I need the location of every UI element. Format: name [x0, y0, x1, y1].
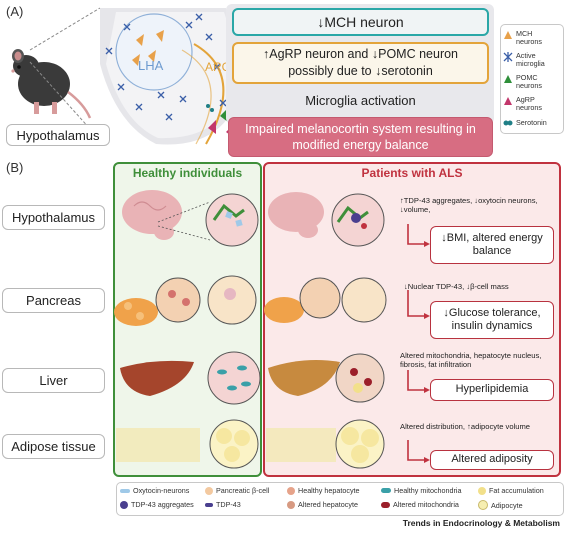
outcome-pancreas-text: ↓Glucose tolerance, insulin dynamics [443, 306, 541, 332]
legend-pomc-label: POMC neurons [516, 73, 542, 90]
arrow-pancreas-icon [407, 290, 426, 317]
mch-neuron-text: ↓MCH neuron [317, 14, 404, 30]
organ-label-liver-text: Liver [39, 373, 68, 388]
legend-fat: Fat accumulation [478, 486, 544, 495]
als-adipose-text: Altered distribution, ↑adipocyte volume [400, 422, 531, 431]
panel-b-legend [116, 482, 564, 516]
legend-serotonin: Serotonin [503, 118, 547, 127]
healthy-liver-icon [120, 360, 194, 396]
healthy-brain-icon [122, 190, 182, 240]
mch-neuron-box: ↓MCH neuron [232, 8, 489, 36]
pomc-neuron-icon [504, 75, 512, 83]
panel-a-letter: (A) [6, 4, 24, 19]
legend-healthy-mitochondria: Healthy mitochondria [381, 486, 462, 495]
journal-footer: Trends in Endocrinology & Metabolism [402, 518, 560, 528]
legend-altered-mitochondria: Altered mitochondria [381, 500, 459, 509]
hypothalamus-section [100, 8, 240, 145]
legend-altered-mitochondria-label: Altered mitochondria [393, 500, 459, 509]
als-illustrations [264, 192, 387, 469]
als-arrows [407, 224, 430, 463]
organ-label-pancreas: Pancreas [2, 288, 105, 313]
healthy-adipose-icon [116, 428, 200, 462]
legend-adipocyte-label: Adipocyte [491, 500, 523, 510]
legend-serotonin-label: Serotonin [516, 118, 547, 127]
arrow-adipose-icon [407, 440, 426, 461]
legend-fat-label: Fat accumulation [489, 486, 544, 495]
microglia-activation-text-box: Microglia activation [232, 88, 489, 112]
legend-microglia: Active microglia [503, 52, 560, 68]
legend-microglia-label: Active microglia [516, 51, 545, 68]
hypothalamus-label-a-text: Hypothalamus [16, 127, 100, 143]
legend-altered-hepatocyte-label: Altered hepatocyte [298, 500, 358, 509]
altered-mitochondria-icon [381, 501, 390, 508]
fat-accumulation-icon [478, 486, 486, 495]
agrp-pomc-text: ↑AgRP neuron and ↓POMC neuron possibly d… [262, 47, 459, 78]
outcome-liver-text: Hyperlipidemia [455, 383, 529, 396]
agrp-neuron-icon [504, 97, 512, 105]
microglia-activation-text: Microglia activation [305, 92, 416, 108]
arrow-liver-icon [407, 370, 426, 391]
legend-pomc: POMC neurons [503, 74, 560, 90]
legend-tdp43-aggregates: TDP-43 aggregates [120, 500, 194, 509]
healthy-illustrations [114, 190, 261, 469]
legend-adipocyte: Adipocyte [478, 500, 523, 510]
organ-label-hypothalamus: Hypothalamus [2, 205, 105, 230]
legend-healthy-hepatocyte-label: Healthy hepatocyte [298, 486, 360, 495]
legend-tdp43: TDP-43 [205, 500, 241, 509]
adipocyte-icon [478, 500, 488, 510]
microglia-icon [503, 52, 513, 62]
mouse-illustration [11, 49, 92, 119]
legend-tdp43-label: TDP-43 [216, 500, 241, 509]
outcome-adipose: Altered adiposity [430, 450, 554, 470]
als-title: Patients with ALS [361, 166, 463, 180]
organ-label-liver: Liver [2, 368, 105, 393]
legend-mch-label: MCH neurons [516, 29, 542, 46]
legend-oxytocin: Oxytocin-neurons [120, 486, 189, 495]
legend-agrp-label: AgRP neurons [516, 95, 542, 112]
outcome-pancreas: ↓Glucose tolerance, insulin dynamics [430, 301, 554, 339]
tdp43-aggregates-icon [120, 500, 128, 509]
lha-label: LHA [138, 58, 164, 73]
hypothalamus-label-a: Hypothalamus [6, 124, 110, 146]
healthy-pancreas-icon [114, 298, 158, 326]
agrp-pomc-box: ↑AgRP neuron and ↓POMC neuron possibly d… [232, 42, 489, 84]
organ-label-adipose: Adipose tissue [2, 434, 105, 459]
legend-tdp43-aggregates-label: TDP-43 aggregates [131, 500, 194, 509]
legend-beta-cell: Pancreatic β-cell [205, 486, 269, 495]
beta-cell-icon [205, 486, 213, 495]
als-liver-text: Altered mitochondria, hepatocyte nucleus… [400, 351, 542, 370]
als-hypothalamus-text: ↑TDP-43 aggregates, ↓oxytocin neurons, ↓… [400, 196, 538, 215]
organ-label-pancreas-text: Pancreas [26, 293, 81, 308]
legend-healthy-mitochondria-label: Healthy mitochondria [394, 486, 462, 495]
als-pancreas-text: ↓Nuclear TDP-43, ↓β-cell mass [404, 282, 509, 291]
legend-healthy-hepatocyte: Healthy hepatocyte [287, 486, 360, 495]
healthy-mitochondria-icon [381, 488, 391, 493]
melanocortin-box: Impaired melanocortin system resulting i… [228, 117, 493, 157]
legend-mch: MCH neurons [503, 30, 560, 46]
outcome-hypothalamus-text: ↓BMI, altered energy balance [441, 231, 543, 257]
outcome-liver: Hyperlipidemia [430, 379, 554, 401]
panel-a-legend [500, 24, 564, 134]
serotonin-icon [503, 120, 513, 125]
legend-altered-hepatocyte: Altered hepatocyte [287, 500, 358, 509]
healthy-title: Healthy individuals [132, 166, 243, 180]
tdp43-icon [205, 502, 213, 507]
outcome-adipose-text: Altered adiposity [451, 453, 533, 466]
outcome-hypothalamus: ↓BMI, altered energy balance [430, 226, 554, 264]
oxytocin-neuron-icon [120, 488, 130, 493]
panel-b-letter: (B) [6, 160, 24, 175]
healthy-hepatocyte-icon [287, 486, 295, 495]
mch-neuron-icon [504, 31, 512, 39]
organ-label-adipose-text: Adipose tissue [11, 439, 96, 454]
altered-hepatocyte-icon [287, 500, 295, 509]
legend-oxytocin-label: Oxytocin-neurons [133, 486, 190, 495]
legend-agrp: AgRP neurons [503, 96, 560, 112]
melanocortin-text: Impaired melanocortin system resulting i… [245, 121, 476, 152]
arc-label: ARC [205, 60, 231, 74]
organ-label-hypothalamus-text: Hypothalamus [11, 210, 96, 225]
arrow-hypothalamus-icon [407, 224, 426, 245]
legend-beta-cell-label: Pancreatic β-cell [216, 486, 270, 495]
